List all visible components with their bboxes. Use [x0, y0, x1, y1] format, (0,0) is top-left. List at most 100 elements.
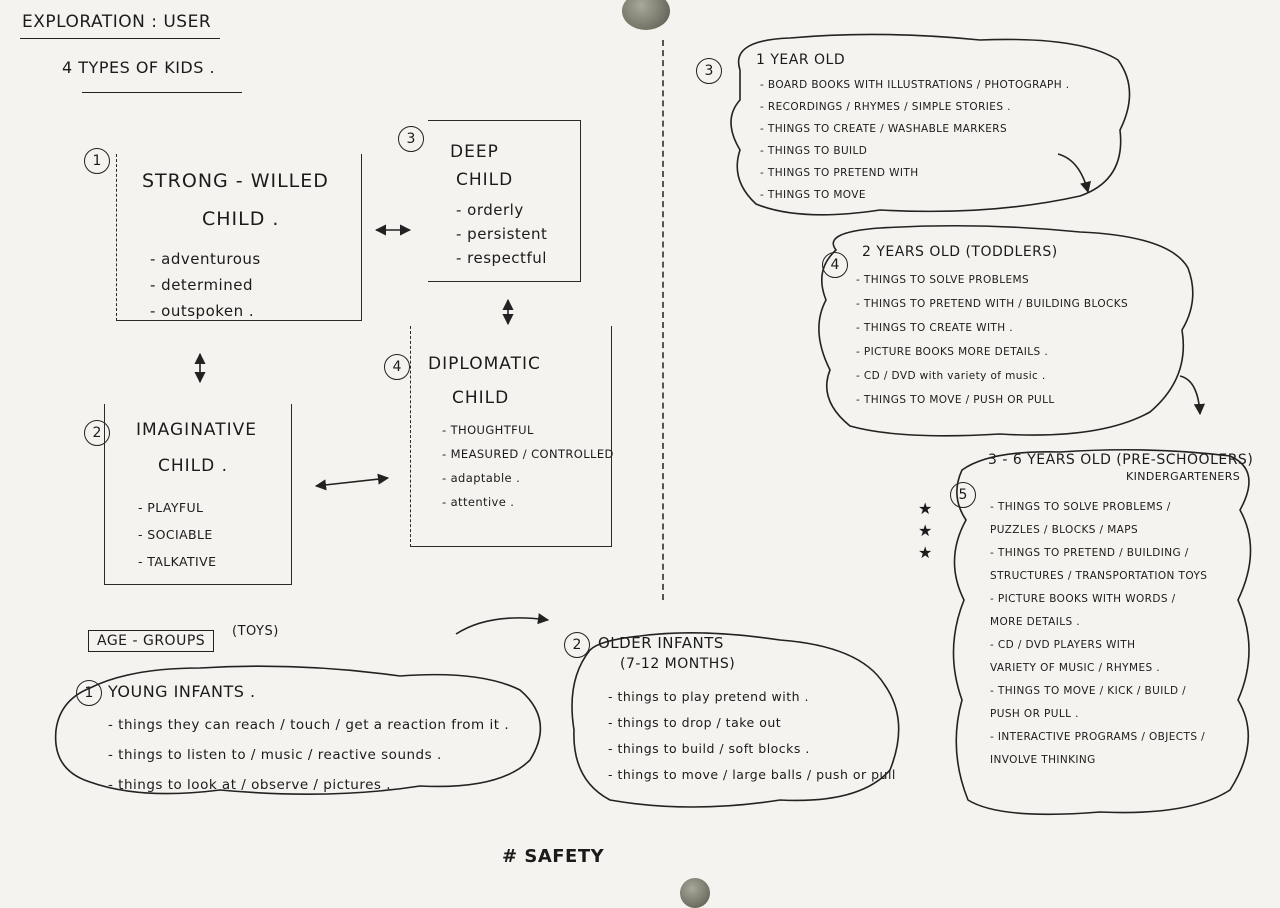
arrow-icon — [455, 613, 550, 635]
trait-item: - respectful — [456, 249, 547, 267]
group-item: STRUCTURES / TRANSPORTATION TOYS — [990, 570, 1208, 582]
kid-type-title: CHILD . — [202, 208, 280, 230]
arrow-icon — [1179, 375, 1205, 416]
title-underline — [20, 38, 220, 39]
group-item: - THINGS TO PRETEND WITH — [760, 167, 919, 179]
kid-type-title: DEEP — [450, 142, 499, 162]
number-badge: 5 — [950, 482, 976, 508]
group-item: - THINGS TO MOVE — [760, 189, 866, 201]
number-badge: 2 — [564, 632, 590, 658]
group-list: - BOARD BOOKS WITH ILLUSTRATIONS / PHOTO… — [760, 74, 1070, 206]
group-item: - THINGS TO BUILD — [760, 145, 868, 157]
cloud-outline — [730, 33, 1131, 216]
trait-item: - persistent — [456, 225, 548, 243]
group-title: OLDER INFANTS — [598, 634, 724, 652]
trait-item: - PLAYFUL — [138, 500, 204, 515]
trait-list: - PLAYFUL - SOCIABLE - TALKATIVE — [138, 494, 216, 575]
group-title: 1 YEAR OLD — [756, 52, 846, 68]
kid-type-box-strong-willed — [116, 154, 362, 321]
group-item: PUSH OR PULL . — [990, 708, 1079, 720]
trait-item: - orderly — [456, 201, 524, 219]
group-item: - PICTURE BOOKS WITH WORDS / — [990, 593, 1176, 605]
group-item: - BOARD BOOKS WITH ILLUSTRATIONS / PHOTO… — [760, 79, 1070, 91]
double-arrow-icon — [314, 473, 390, 491]
number-badge: 1 — [76, 680, 102, 706]
kid-type-title: DIPLOMATIC — [428, 354, 541, 374]
number-badge: 1 — [84, 148, 110, 174]
group-item: VARIETY OF MUSIC / RHYMES . — [990, 662, 1161, 674]
group-item: - INTERACTIVE PROGRAMS / OBJECTS / — [990, 731, 1206, 743]
trait-item: - outspoken . — [150, 302, 255, 320]
kid-type-title: CHILD — [452, 388, 510, 408]
group-title-extra: KINDERGARTENERS — [1126, 470, 1241, 483]
kid-type-title: STRONG - WILLED — [142, 170, 329, 192]
group-item: - THINGS TO SOLVE PROBLEMS — [856, 274, 1030, 286]
group-item: - things to drop / take out — [608, 715, 782, 730]
age-groups-label: AGE - GROUPS — [88, 630, 215, 652]
group-subtitle: (7-12 MONTHS) — [620, 656, 736, 672]
number-badge: 3 — [398, 126, 424, 152]
toys-label: (TOYS) — [232, 624, 279, 639]
kid-type-box-diplomatic — [410, 326, 612, 547]
trait-item: - determined — [150, 276, 253, 294]
group-item: PUZZLES / BLOCKS / MAPS — [990, 524, 1139, 536]
group-item: - THINGS TO PRETEND WITH / BUILDING BLOC… — [856, 298, 1129, 310]
kid-type-title: CHILD — [456, 170, 514, 190]
page-title: EXPLORATION : USER — [22, 12, 212, 32]
number-badge: 2 — [84, 420, 110, 446]
trait-item: - THOUGHTFUL — [442, 423, 534, 437]
pushpin-icon — [622, 0, 670, 30]
group-item: - PICTURE BOOKS MORE DETAILS . — [856, 346, 1049, 358]
group-item: - THINGS TO CREATE / WASHABLE MARKERS — [760, 123, 1008, 135]
kid-type-title: CHILD . — [158, 456, 229, 476]
trait-item: - adventurous — [150, 250, 261, 268]
group-title: 2 YEARS OLD (TODDLERS) — [862, 244, 1058, 260]
group-item: - things to move / large balls / push or… — [608, 767, 896, 782]
group-list: - THINGS TO SOLVE PROBLEMS / PUZZLES / B… — [990, 496, 1207, 772]
group-item: - RECORDINGS / RHYMES / SIMPLE STORIES . — [760, 101, 1011, 113]
page-subtitle: 4 TYPES OF KIDS . — [62, 58, 216, 77]
cloud-outline — [54, 665, 542, 795]
number-badge: 3 — [696, 58, 722, 84]
group-item: - things to look at / observe / pictures… — [108, 777, 392, 793]
group-title: 3 - 6 YEARS OLD (PRE-SCHOOLERS) — [988, 452, 1254, 468]
group-item: - things they can reach / touch / get a … — [108, 717, 510, 733]
safety-hashtag: # SAFETY — [502, 846, 605, 867]
number-badge: 4 — [822, 252, 848, 278]
trait-item: - attentive . — [442, 495, 515, 509]
group-item: - things to listen to / music / reactive… — [108, 747, 442, 763]
group-item: - things to play pretend with . — [608, 689, 809, 704]
group-item: INVOLVE THINKING — [990, 754, 1096, 766]
group-item: - THINGS TO CREATE WITH . — [856, 322, 1014, 334]
trait-list: - THOUGHTFUL - MEASURED / CONTROLLED - a… — [442, 418, 614, 514]
kid-type-box-imaginative — [104, 404, 292, 585]
group-item: - things to build / soft blocks . — [608, 741, 810, 756]
cloud-outline — [818, 224, 1194, 437]
group-item: - THINGS TO MOVE / KICK / BUILD / — [990, 685, 1187, 697]
trait-item: - adaptable . — [442, 471, 521, 485]
cloud-outline — [952, 448, 1252, 816]
group-title: YOUNG INFANTS . — [108, 682, 256, 701]
trait-item: - MEASURED / CONTROLLED — [442, 447, 614, 461]
kid-type-box-deep — [428, 120, 581, 282]
group-item: - CD / DVD PLAYERS WITH — [990, 639, 1136, 651]
group-list: - things they can reach / touch / get a … — [108, 710, 509, 800]
group-item: MORE DETAILS . — [990, 616, 1080, 628]
group-item: - THINGS TO PRETEND / BUILDING / — [990, 547, 1189, 559]
trait-list: - adventurous - determined - outspoken . — [150, 246, 261, 324]
group-item: - THINGS TO SOLVE PROBLEMS / — [990, 501, 1171, 513]
kid-type-title: IMAGINATIVE — [136, 420, 257, 440]
cloud-outline — [571, 632, 900, 808]
page-divider — [662, 40, 664, 600]
star-icons: ★★★ — [918, 499, 933, 562]
group-list: - THINGS TO SOLVE PROBLEMS - THINGS TO P… — [856, 268, 1128, 412]
number-badge: 4 — [384, 354, 410, 380]
group-list: - things to play pretend with . - things… — [608, 684, 896, 788]
arrow-icon — [1057, 153, 1091, 194]
trait-item: - SOCIABLE — [138, 527, 213, 542]
group-item: - THINGS TO MOVE / PUSH OR PULL — [856, 394, 1055, 406]
subtitle-underline — [82, 92, 242, 93]
trait-list: - orderly - persistent - respectful — [456, 198, 547, 270]
